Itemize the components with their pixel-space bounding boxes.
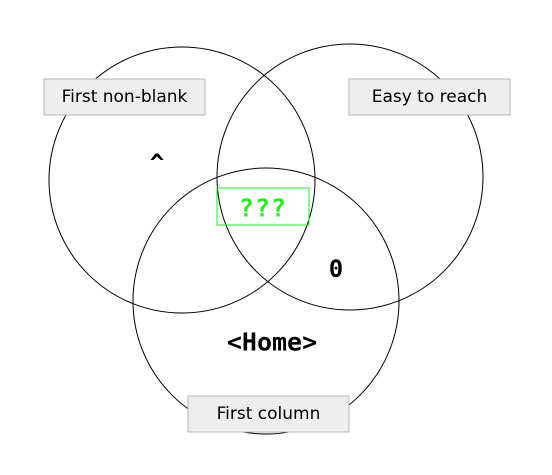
symbol-zero: 0: [329, 255, 343, 283]
label-box-first-column: First column: [187, 395, 350, 433]
circle-first-non-blank: [48, 46, 316, 314]
circle-first-column: [132, 167, 400, 435]
label-easy-to-reach: Easy to reach: [372, 87, 488, 107]
label-box-easy-to-reach: Easy to reach: [348, 78, 511, 116]
intersection-box: ???: [216, 187, 310, 226]
intersection-label: ???: [239, 194, 287, 223]
label-box-first-non-blank: First non-blank: [43, 78, 206, 116]
label-first-non-blank: First non-blank: [62, 87, 188, 107]
symbol-caret: ^: [150, 149, 164, 177]
symbol-home-key: <Home>: [227, 328, 317, 357]
label-first-column: First column: [217, 404, 321, 424]
